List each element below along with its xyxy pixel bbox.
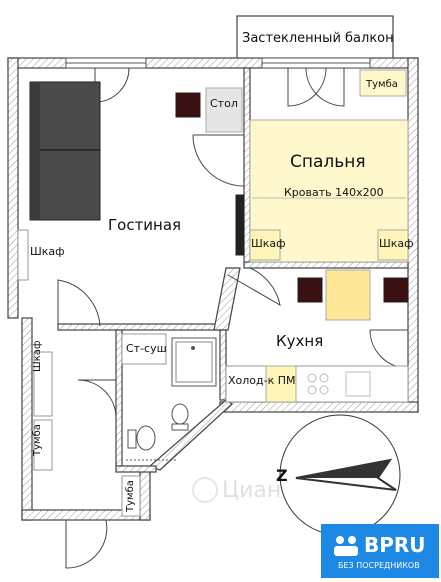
- living-wardrobe-label: Шкаф: [30, 245, 65, 258]
- kitchen-table: [325, 269, 371, 321]
- kitchen-label: Кухня: [276, 332, 324, 350]
- interior-walls: [57, 67, 409, 473]
- logo-brand: BPRU: [364, 533, 426, 557]
- toilet-2: [127, 425, 156, 451]
- hall-nightstand: [33, 419, 53, 471]
- kitchen-chair-right: [383, 277, 409, 303]
- kitchen-fridge-pm: [265, 365, 297, 403]
- watermark-icon: [192, 477, 218, 503]
- living-chair: [175, 92, 201, 118]
- hall-wardrobe-label: Шкаф: [32, 340, 43, 372]
- bedroom-nightstand: [359, 69, 407, 97]
- doors: [57, 67, 409, 569]
- bedroom-wardrobe-left: [249, 229, 281, 261]
- balcony-outline: [236, 15, 394, 61]
- bath-nightstand: [121, 475, 141, 517]
- top-windows: [65, 57, 371, 69]
- hall-nightstand-label: Тумба: [32, 424, 43, 456]
- hall-wardrobe: [33, 351, 53, 417]
- balcony-label: Застекленный балкон: [242, 31, 394, 46]
- people-icon: [334, 536, 358, 556]
- watermark-text: Циан: [222, 478, 282, 503]
- bedroom-wardrobe-right: [377, 229, 409, 261]
- fridge-dishwasher-label: Холод-к ПМ: [228, 374, 296, 387]
- living-table: [205, 87, 243, 133]
- bedroom-wardrobe-right-label: Шкаф: [379, 237, 414, 250]
- bath-nightstand-label: Тумба: [125, 480, 136, 512]
- living-room-label: Гостиная: [108, 216, 182, 234]
- bed-label: Кровать 140х200: [284, 186, 384, 199]
- compass-icon: [279, 414, 401, 536]
- bathtub-sink: [171, 337, 217, 387]
- kitchen-counter: [225, 365, 409, 403]
- compass-letter: Z: [276, 466, 288, 485]
- table-label: Стол: [210, 97, 238, 110]
- logo-tagline: БЕЗ ПОСРЕДНИКОВ: [338, 561, 420, 570]
- nightstand-top-label: Тумба: [366, 79, 398, 90]
- sofa: [29, 81, 101, 221]
- dryer-box: [121, 333, 167, 365]
- outer-walls: [7, 57, 419, 521]
- kitchen-chair-left: [297, 277, 323, 303]
- bedroom-label: Спальня: [290, 152, 366, 172]
- living-wardrobe: [17, 229, 29, 281]
- toilet-1: [171, 403, 189, 431]
- dryer-label: Ст-суш: [126, 342, 167, 355]
- bedroom-wardrobe-left-label: Шкаф: [251, 237, 286, 250]
